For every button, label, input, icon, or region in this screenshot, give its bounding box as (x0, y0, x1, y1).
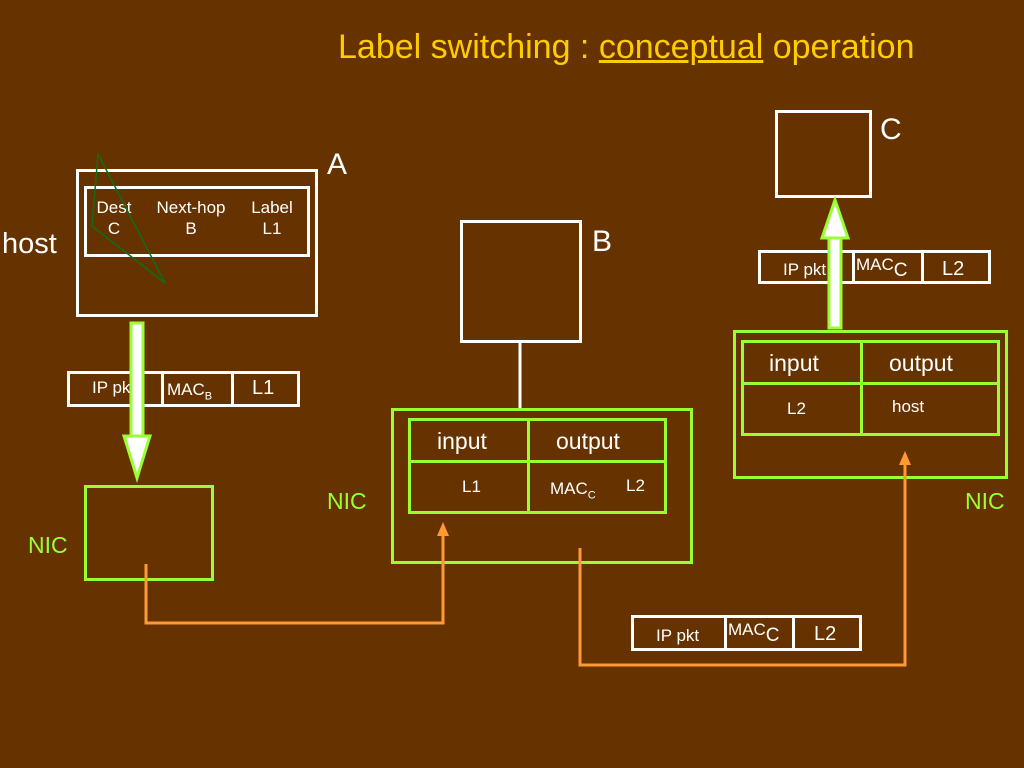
node-label-c: C (880, 113, 902, 146)
label-table-c-header-input: input (769, 350, 819, 376)
packet-3-label: L2 (814, 623, 837, 645)
host-a-box (76, 169, 318, 317)
packet-2-mac: MACC (856, 255, 908, 281)
label-table-b-row-divider (408, 460, 667, 463)
packet-2-divider-2 (921, 250, 924, 284)
arrow-c-up-icon (819, 195, 851, 330)
nic-a-label: NIC (28, 532, 68, 558)
label-table-b-mac: MACC (550, 479, 596, 502)
packet-1-divider-1 (161, 371, 164, 407)
triangle-annotation-shape (91, 151, 166, 284)
node-label-b: B (592, 225, 613, 258)
packet-3-divider-1 (724, 615, 727, 651)
label-table-c-col-divider (860, 340, 863, 436)
label-table-b-label-value: L2 (626, 476, 645, 495)
packet-3-mac: MACC (728, 620, 780, 646)
link-nic-b-to-nic-c (578, 451, 911, 667)
ft-header-label: Label (251, 198, 293, 217)
nic-c-label: NIC (965, 488, 1005, 514)
label-table-b-header-input: input (437, 428, 487, 454)
nic-b-label: NIC (327, 488, 367, 514)
label-table-c-row-divider (741, 382, 1000, 385)
label-table-c-output-value: host (892, 397, 925, 416)
label-table-b-input-value: L1 (462, 477, 481, 496)
title-part2: operation (763, 28, 915, 66)
ft-header-nexthop: Next-hop (156, 198, 226, 217)
ft-cell-nexthop: B (185, 219, 197, 238)
packet-3 (631, 615, 862, 651)
title-part1: Label switching : (338, 28, 599, 66)
ft-cell-dest: C (107, 219, 121, 238)
router-b-box (460, 220, 582, 343)
ft-cell-label: L1 (262, 219, 282, 238)
packet-2-label: L2 (942, 258, 965, 280)
label-table-b-header-output: output (556, 428, 620, 454)
packet-1-label: L1 (252, 377, 275, 399)
label-table-c (741, 340, 1000, 436)
packet-2-ip: IP pkt (783, 260, 827, 279)
packet-1-divider-2 (231, 371, 234, 407)
packet-3-divider-2 (792, 615, 795, 651)
page-title: Label switching : conceptual operation (338, 28, 915, 67)
nic-a-box (84, 485, 214, 581)
label-table-b-col-divider (527, 418, 530, 514)
label-table-b (408, 418, 667, 514)
arrow-a-down-icon (121, 321, 153, 484)
label-table-c-input-value: L2 (787, 399, 806, 418)
label-table-c-header-output: output (889, 350, 953, 376)
node-label-a: A (327, 148, 348, 181)
packet-2 (758, 250, 991, 284)
packet-2-divider-1 (852, 250, 855, 284)
link-nic-a-to-nic-b (144, 522, 449, 625)
packet-1-ip: IP pkt (92, 378, 136, 397)
packet-3-ip: IP pkt (656, 626, 700, 645)
packet-1-mac: MACB (167, 380, 213, 403)
nic-b-box (391, 408, 693, 564)
packet-1 (67, 371, 300, 407)
host-label: host (2, 228, 57, 260)
nic-c-box (733, 330, 1008, 479)
forwarding-table (84, 186, 310, 257)
title-emphasis: conceptual (598, 28, 764, 66)
host-c-box (775, 110, 872, 198)
